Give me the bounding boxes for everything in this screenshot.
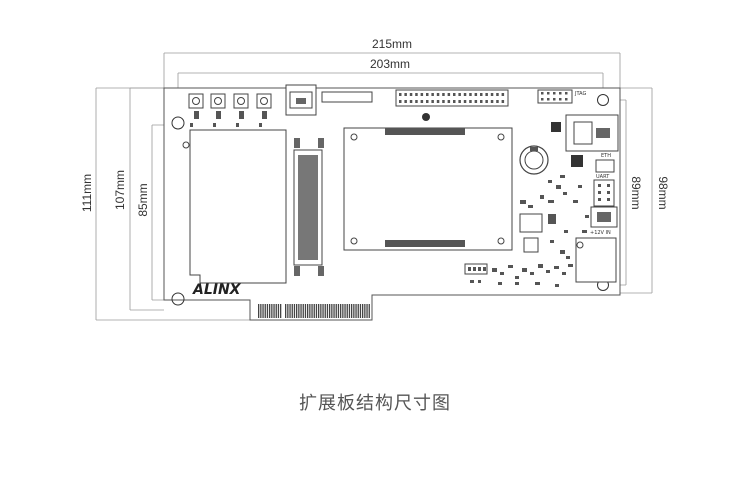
sd-card-slot — [285, 84, 317, 116]
mounting-hole-bottom-left — [171, 292, 185, 306]
fpc-connector — [321, 91, 373, 103]
coin-battery — [519, 145, 549, 175]
dim-width-holes: 203mm — [370, 57, 410, 71]
jtag-header: JTAG — [537, 89, 586, 104]
fmc-module: ALINX — [182, 129, 324, 298]
jtag-label: JTAG — [574, 91, 586, 97]
core-connector-bottom — [385, 240, 465, 247]
core-board — [343, 113, 513, 251]
power-switch: +12V IN — [590, 206, 618, 236]
dc-power-jack — [575, 237, 617, 283]
uart-chip — [571, 155, 583, 167]
uart-label: UART — [596, 174, 610, 180]
alinx-logo: ALINX — [192, 282, 242, 298]
pin-header-6 — [593, 179, 615, 207]
dim-height-board: 107mm — [113, 170, 127, 210]
dim-height-right-inner: 89mm — [629, 176, 643, 209]
pcie-gold-fingers — [258, 304, 370, 318]
power-label: +12V IN — [590, 230, 611, 236]
ic-chip — [551, 122, 561, 132]
push-buttons — [188, 93, 272, 109]
figure-caption: 扩展板结构尺寸图 — [299, 393, 451, 414]
bottom-led-row — [464, 263, 488, 275]
mounting-hole-top-left — [171, 116, 185, 130]
core-connector-top — [385, 128, 465, 135]
uart-port: UART — [595, 159, 615, 180]
voltage-regulator — [519, 213, 556, 253]
dim-height-total: 111mm — [80, 174, 94, 212]
dim-width-total: 215mm — [372, 37, 412, 51]
small-components — [190, 111, 267, 127]
passive-components — [470, 175, 589, 287]
gpio-header-40pin — [395, 89, 509, 107]
dim-height-right-outer: 98mm — [656, 176, 670, 209]
mounting-hole-top-right — [597, 94, 609, 106]
fmc-connector-pins — [298, 155, 318, 260]
ethernet-port: ETH — [565, 114, 619, 159]
eth-label: ETH — [601, 153, 611, 159]
dim-height-inner: 85mm — [136, 183, 150, 216]
